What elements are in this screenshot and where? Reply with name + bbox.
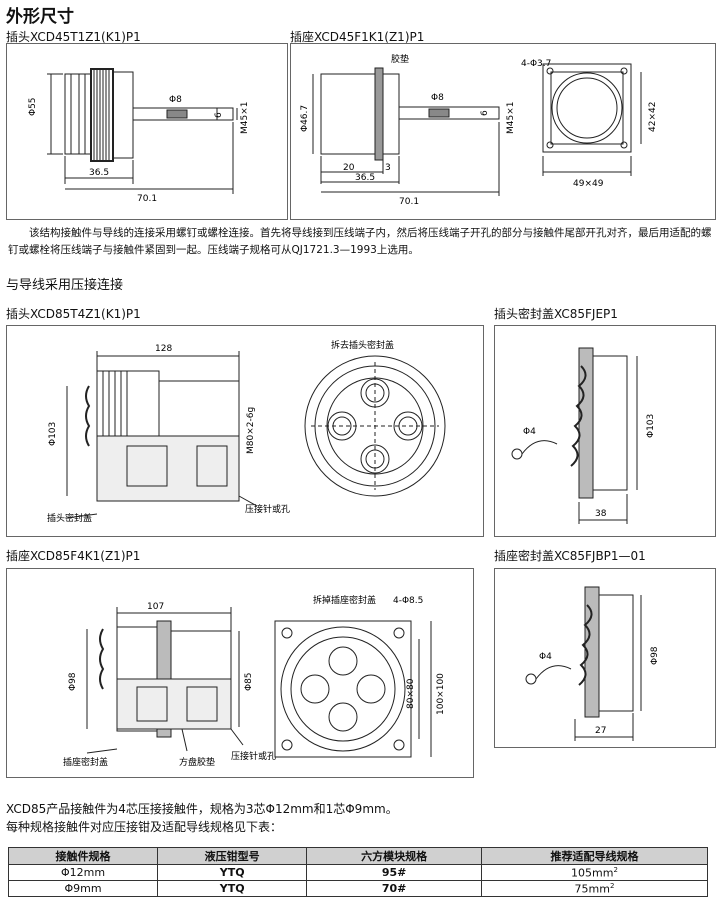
fig4-d38: 38 <box>595 509 607 519</box>
fig5-d8080: 80×80 <box>406 678 416 709</box>
connection-paragraph: 该结构接触件与导线的连接采用螺钉或螺栓连接。首先将导线接到压线端子内，然后将压线… <box>8 227 712 256</box>
fig2-phi8: Φ8 <box>431 93 444 103</box>
section2-title: 与导线采用压接连接 <box>6 278 124 293</box>
table-intro: 每种规格接触件对应压接钳及适配导线规格见下表： <box>6 820 283 834</box>
fig5-gasket: 方盘胶垫 <box>179 756 215 768</box>
fig1-d365: 36.5 <box>89 168 109 178</box>
cell-wire: 75mm2 <box>480 880 709 897</box>
fig2-d4949: 49×49 <box>573 179 604 189</box>
fig3-cap: 插头密封盖 <box>47 512 92 524</box>
fig1-phi55: Φ55 <box>28 97 38 116</box>
fig1-six: 6 <box>214 112 224 118</box>
fig4-drawing: Φ4 Φ103 38 <box>494 325 716 537</box>
fig3-pin: 压接针或孔 <box>245 503 290 515</box>
fig4-caption: 插头密封盖XC85FJEP1 <box>494 307 618 321</box>
fig5-d100: 100×100 <box>436 673 446 715</box>
fig6-phi98: Φ98 <box>650 646 660 665</box>
fig3-remove: 拆去插头密封盖 <box>331 339 394 351</box>
fig2-phi467: Φ46.7 <box>300 105 310 132</box>
fig4-phi103: Φ103 <box>646 414 656 438</box>
header-module: 六方模块规格 <box>306 847 482 865</box>
fig5-pin: 压接针或孔 <box>231 750 276 762</box>
fig2-d701: 70.1 <box>399 197 419 207</box>
fig2-holes: 4-Φ3.7 <box>521 59 551 69</box>
fig5-drawing: 107 拆掉插座密封盖 4-Φ8.5 Φ98 Φ85 80×80 100×100… <box>6 568 474 778</box>
fig6-drawing: Φ4 Φ98 27 <box>494 568 716 748</box>
fig2-gasket: 胶垫 <box>391 53 409 65</box>
page-title: 外形尺寸 <box>6 7 74 27</box>
header-tool: 液压钳型号 <box>157 847 308 865</box>
fig1-phi8: Φ8 <box>169 95 182 105</box>
cell-spec: Φ12mm <box>7 864 159 881</box>
fig5-holes: 4-Φ8.5 <box>393 596 423 606</box>
cell-module: 70# <box>306 880 482 897</box>
contact-note: XCD85产品接触件为4芯压接接触件，规格为3芯Φ12mm和1芯Φ9mm。 <box>6 802 398 816</box>
fig3-drawing: 128 拆去插头密封盖 Φ103 M80×2-6g 插头密封盖 压接针或孔 <box>6 325 484 537</box>
cell-wire: 105mm2 <box>480 864 709 881</box>
cell-module: 95# <box>306 864 482 881</box>
fig4-phi4: Φ4 <box>523 427 536 437</box>
fig5-phi85: Φ85 <box>244 672 254 691</box>
fig1-caption: 插头XCD45T1Z1(K1)P1 <box>6 30 141 44</box>
cell-tool: YTQ <box>157 864 308 881</box>
fig5-caption: 插座XCD85F4K1(Z1)P1 <box>6 549 141 563</box>
cell-tool: YTQ <box>157 880 308 897</box>
fig2-d4242: 42×42 <box>648 102 658 132</box>
fig1-drawing: Φ55 Φ8 6 M45×1 36.5 70.1 <box>6 43 288 220</box>
fig2-m45: M45×1 <box>506 102 516 134</box>
fig2-d365: 36.5 <box>355 173 375 183</box>
cell-spec: Φ9mm <box>7 880 159 897</box>
fig5-d107: 107 <box>147 602 164 612</box>
table-row: Φ12mm YTQ 95# 105mm2 <box>7 864 709 881</box>
fig2-drawing: 胶垫 4-Φ3.7 Φ46.7 Φ8 6 M45×1 20 3 36.5 70.… <box>290 43 716 220</box>
fig5-cap: 插座密封盖 <box>63 756 108 768</box>
table-row: Φ9mm YTQ 70# 75mm2 <box>7 880 709 897</box>
crimp-spec-table: 接触件规格 液压钳型号 六方模块规格 推荐适配导线规格 Φ12mm YTQ 95… <box>7 847 709 897</box>
fig6-caption: 插座密封盖XC85FJBP1—01 <box>494 549 646 563</box>
fig2-six: 6 <box>480 110 490 116</box>
fig3-d128: 128 <box>155 344 172 354</box>
header-contact: 接触件规格 <box>7 847 159 865</box>
header-wire: 推荐适配导线规格 <box>480 847 709 865</box>
fig6-d27: 27 <box>595 726 606 736</box>
fig2-d20: 20 <box>343 163 355 173</box>
fig5-remove: 拆掉插座密封盖 <box>313 594 376 606</box>
fig1-d701: 70.1 <box>137 194 157 204</box>
fig1-m45: M45×1 <box>240 102 250 134</box>
fig3-caption: 插头XCD85T4Z1(K1)P1 <box>6 307 141 321</box>
fig2-caption: 插座XCD45F1K1(Z1)P1 <box>290 30 425 44</box>
fig5-phi98: Φ98 <box>68 672 78 691</box>
fig3-phi103: Φ103 <box>48 422 58 446</box>
fig6-phi4: Φ4 <box>539 652 552 662</box>
table-header-row: 接触件规格 液压钳型号 六方模块规格 推荐适配导线规格 <box>7 847 709 865</box>
fig3-m80: M80×2-6g <box>246 407 256 454</box>
fig2-d3: 3 <box>385 163 391 173</box>
